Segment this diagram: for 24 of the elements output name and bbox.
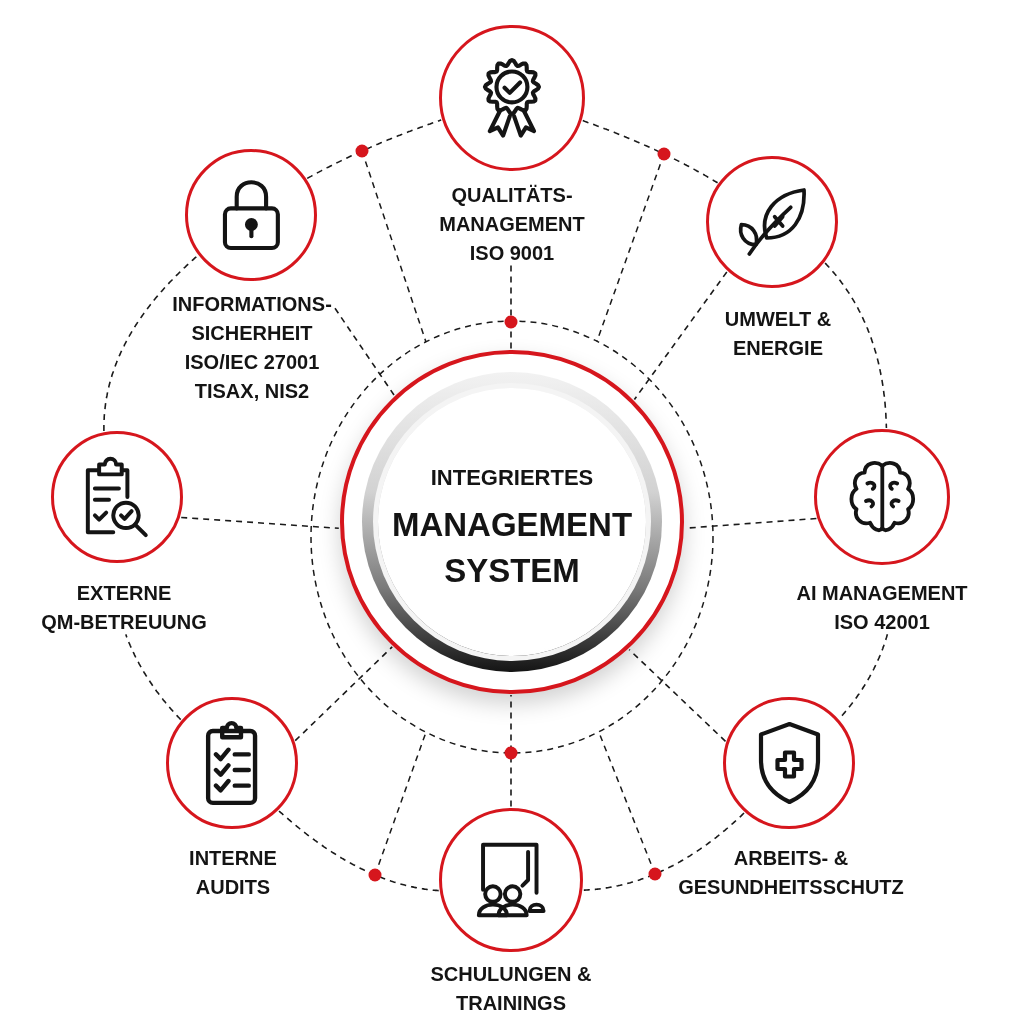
hub-label: INTEGRIERTES	[429, 464, 595, 492]
dashed-connector	[633, 271, 728, 401]
dashed-connector	[334, 307, 395, 396]
node-label: EXTERNE QM-BETREUUNG	[40, 581, 208, 635]
node-label: INFORMATIONS- SICHERHEIT ISO/IEC 27001 TISAX, NIS2	[171, 292, 333, 404]
dashed-connector	[582, 812, 745, 891]
node-label: AI MANAGEMENT ISO 42001	[795, 581, 969, 635]
node-label: ARBEITS- & GESUNDHEITSSCHUTZ	[677, 846, 905, 900]
node-label: INTERNE AUDITS	[188, 846, 278, 900]
dashed-connector	[124, 633, 182, 721]
dashed-connector	[582, 119, 719, 184]
dashed-connector	[306, 119, 442, 180]
dashed-connector	[103, 255, 199, 432]
node-label: UMWELT & ENERGIE	[723, 307, 833, 361]
dashed-connector	[824, 262, 888, 429]
node-label: SCHULUNGEN & TRAININGS	[429, 962, 593, 1016]
dashed-connector	[510, 264, 512, 350]
dashed-connector	[510, 694, 512, 808]
dashed-connector	[628, 648, 727, 743]
dashed-connector	[180, 516, 340, 530]
hub-label: MANAGEMENT SYSTEM	[390, 505, 634, 591]
dashed-connector	[294, 646, 393, 742]
dashed-connector	[278, 810, 440, 892]
node-label: QUALITÄTS- MANAGEMENT ISO 9001	[438, 183, 586, 266]
